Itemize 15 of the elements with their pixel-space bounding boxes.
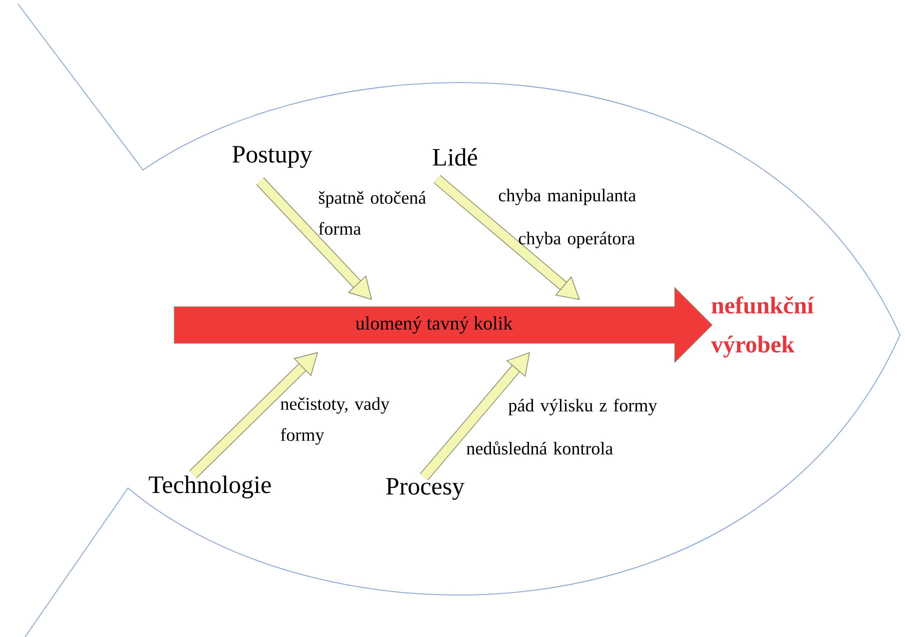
cause-text: nedůsledná kontrola xyxy=(466,441,613,455)
cause-text: chyba operátora xyxy=(518,232,635,248)
category-text: Lidé xyxy=(432,148,478,166)
category-text: Technologie xyxy=(148,476,271,498)
arrow xyxy=(189,352,318,478)
arrow xyxy=(256,177,372,300)
cause-text: špatně otočená forma xyxy=(318,191,426,235)
category-text: Postupy xyxy=(232,146,312,168)
cause-text: nečistoty, vady formy xyxy=(280,397,390,445)
arrow xyxy=(420,352,530,480)
effect-text: nefunkční výrobek xyxy=(711,296,814,358)
cause-text: chyba manipulanta xyxy=(498,188,636,206)
arrow xyxy=(434,174,580,300)
category-text: Procesy xyxy=(386,478,464,500)
cause-text: pád výlisku z formy xyxy=(508,398,658,416)
